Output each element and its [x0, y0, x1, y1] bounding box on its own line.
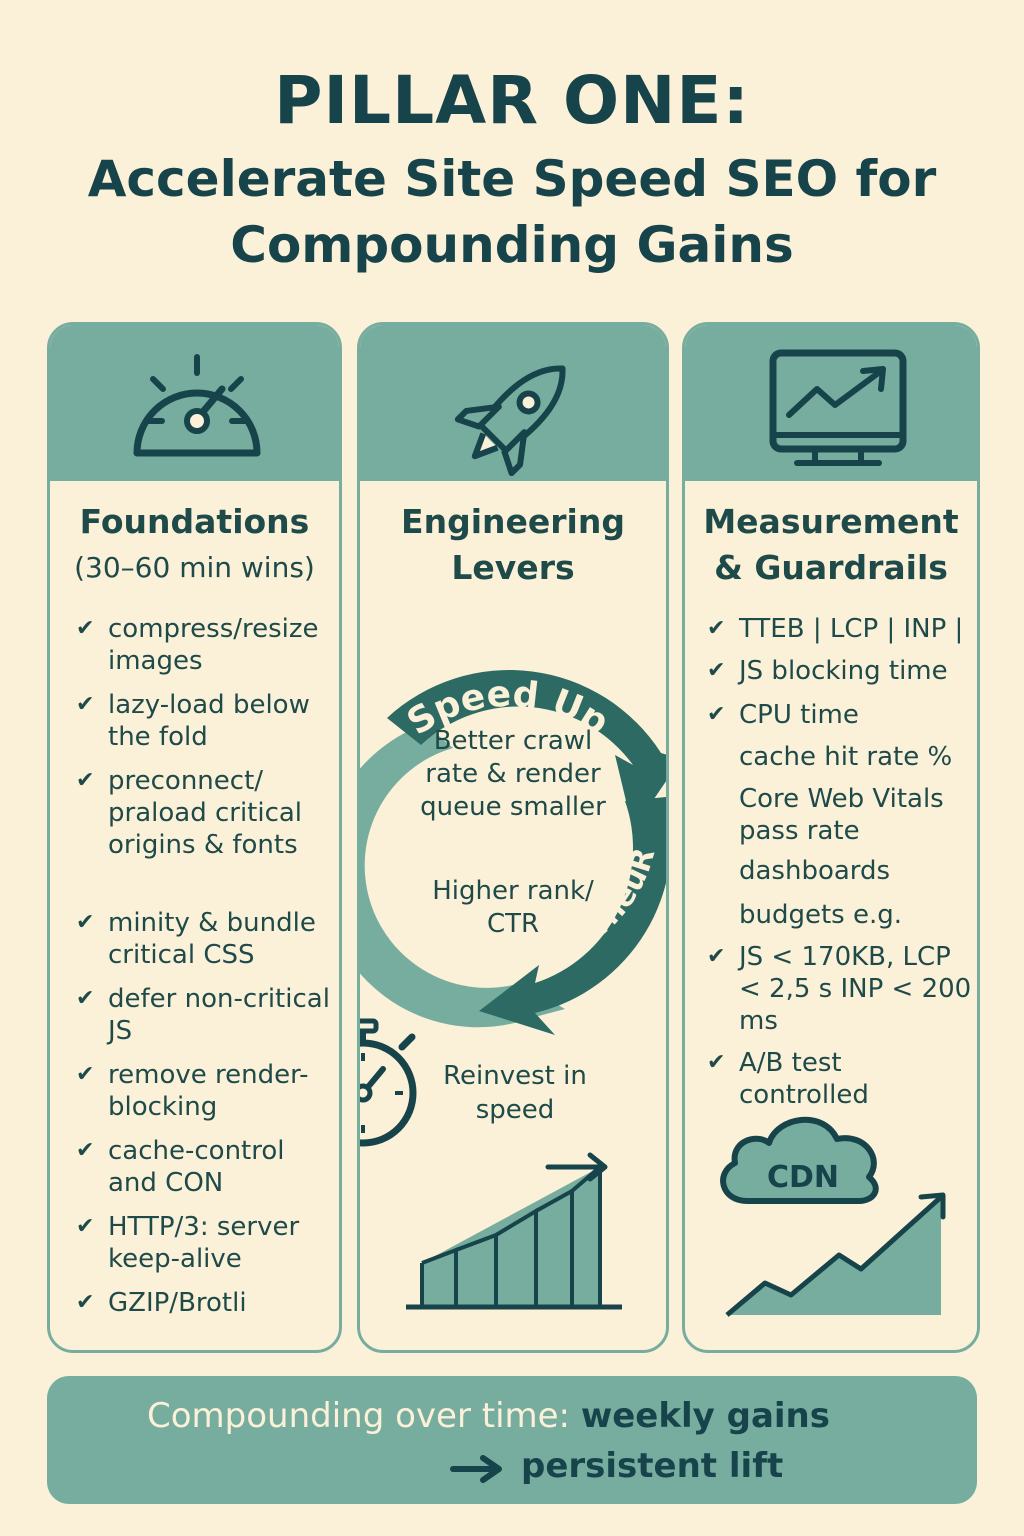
checklist-item-text: CPU time: [739, 700, 859, 730]
checklist-item-text: HTTP/3: server keep-alive: [108, 1212, 300, 1274]
checklist-item: ✔ JS blocking time: [707, 655, 975, 687]
rocket-icon: [454, 365, 566, 477]
cycle-center-text-1: Better crawl rate & render queue smaller: [420, 726, 606, 822]
checklist-item: ✔ TTEB | LCP | INP |: [707, 613, 975, 645]
trend-line-icon: [725, 1192, 946, 1317]
check-icon: ✔: [76, 1062, 95, 1087]
checklist-item-text: compress/resize images: [108, 614, 319, 676]
checklist-item-text: defer non-critical JS: [108, 984, 330, 1046]
reinvest-label: Reinvest in speed: [443, 1061, 587, 1125]
banner-lead: Compounding over time:: [147, 1396, 571, 1436]
speed-cycle-diagram: Speed Up Higher in revneuR: [360, 670, 666, 1035]
checklist-item: dashboards: [739, 855, 975, 887]
checklist-item: ✔ preconnect/ praload critical origins & …: [76, 765, 334, 861]
cycle-arc-right: [479, 797, 666, 1035]
checklist-item-text: A/B test controlled: [739, 1048, 869, 1110]
cycle-arc-top: [387, 670, 666, 830]
engineering-title: Engineering Levers: [401, 502, 625, 587]
check-icon: ✔: [76, 1214, 95, 1239]
checklist-item-text: preconnect/ praload critical origins & f…: [108, 766, 303, 860]
check-icon: ✔: [707, 1050, 726, 1075]
arrow-right-icon: [450, 1455, 502, 1483]
cdn-cloud-icon: CDN: [720, 1116, 879, 1204]
column-foundations: Foundations (30–60 min wins) ✔ compress/r…: [47, 322, 342, 1353]
check-icon: ✔: [707, 658, 726, 683]
checklist-item-text: lazy-load below the fold: [108, 690, 310, 752]
checklist-item-text: JS blocking time: [739, 656, 948, 686]
banner-line1: Compounding over time: weekly gains: [147, 1396, 830, 1436]
page-title-line1: PILLAR ONE:: [274, 62, 750, 139]
checklist-item-text: TTEB | LCP | INP |: [739, 614, 964, 644]
check-icon: ✔: [76, 910, 95, 935]
check-icon: ✔: [76, 1138, 95, 1163]
growth-bars-icon: [406, 1152, 622, 1310]
column-measurement: Measurement & Guardrails ✔ TTEB | LCP | I…: [682, 322, 980, 1353]
checklist-item: Core Web Vitals pass rate: [739, 783, 975, 847]
checklist-item-text: cache hit rate %: [739, 742, 953, 772]
measurement-title: Measurement & Guardrails: [703, 502, 959, 587]
cdn-label: CDN: [767, 1160, 839, 1195]
checklist-item: ✔ remove render-blocking: [76, 1059, 334, 1123]
check-icon: ✔: [76, 616, 95, 641]
checklist-item: ✔ defer non-critical JS: [76, 983, 334, 1047]
check-icon: ✔: [76, 692, 95, 717]
foundations-subtitle: (30–60 min wins): [74, 551, 315, 584]
checklist-item-text: GZIP/Brotli: [108, 1288, 247, 1318]
checklist-item-text: remove render-blocking: [108, 1060, 309, 1122]
foundations-title-text: Foundations: [79, 502, 310, 541]
checklist-item: ✔ GZIP/Brotli: [76, 1287, 334, 1319]
column-measurement-header: [685, 325, 977, 481]
checklist-item: ✔ minity & bundle critical CSS: [76, 907, 334, 971]
compounding-banner: Compounding over time: weekly gains pers…: [47, 1376, 977, 1504]
checklist-item: ✔ A/B test controlled: [707, 1047, 975, 1111]
check-icon: ✔: [707, 616, 726, 641]
checklist-item: ✔ CPU time: [707, 699, 975, 731]
checklist-item: ✔ JS < 170KB, LCP < 2,5 s INP < 200 ms: [707, 941, 975, 1037]
cycle-center-text-2: Higher rank/ CTR: [432, 876, 594, 939]
check-icon: ✔: [76, 986, 95, 1011]
check-icon: ✔: [707, 702, 726, 727]
checklist-item-text: JS < 170KB, LCP < 2,5 s INP < 200 ms: [739, 942, 972, 1036]
checklist-item: ✔ compress/resize images: [76, 613, 334, 677]
stopwatch-icon: [360, 1018, 417, 1147]
column-engineering-header: [360, 325, 666, 481]
check-icon: ✔: [76, 768, 95, 793]
page-title-line2: Accelerate Site Speed SEO for Compoundin…: [87, 150, 937, 274]
checklist-item-text: budgets e.g.: [739, 900, 903, 930]
checklist-item: cache hit rate %: [739, 741, 975, 773]
checklist-item: ✔ lazy-load below the fold: [76, 689, 334, 753]
column-engineering: Engineering Levers Speed Up Higher in re…: [357, 322, 669, 1353]
banner-emphasis: weekly gains: [580, 1396, 831, 1436]
checklist-item-text: dashboards: [739, 856, 891, 886]
banner-line2: persistent lift: [521, 1446, 784, 1486]
checklist-item: ✔ HTTP/3: server keep-alive: [76, 1211, 334, 1275]
monitor-trend-icon: [769, 349, 907, 466]
column-foundations-title: Foundations (30–60 min wins): [50, 499, 339, 591]
check-icon: ✔: [76, 1290, 95, 1315]
speedometer-icon: [133, 354, 261, 457]
column-foundations-header: [50, 325, 339, 481]
checklist-item: ✔ cache-control and CON: [76, 1135, 334, 1199]
checklist-item: budgets e.g.: [739, 899, 975, 931]
checklist-item-text: Core Web Vitals pass rate: [739, 784, 944, 846]
check-icon: ✔: [707, 944, 726, 969]
checklist-item-text: cache-control and CON: [108, 1136, 285, 1198]
checklist-item-text: minity & bundle critical CSS: [108, 908, 316, 970]
